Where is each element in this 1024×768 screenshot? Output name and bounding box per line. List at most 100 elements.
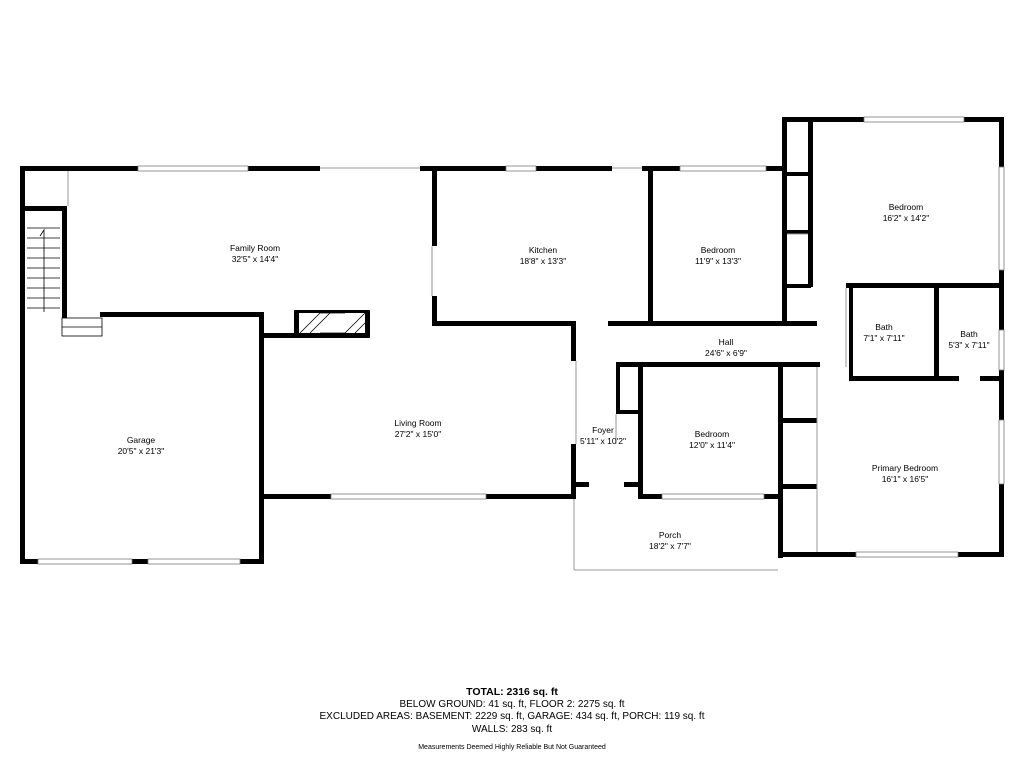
wall-closet-2	[787, 230, 811, 234]
wall-bath2-east	[999, 370, 1004, 420]
wall-north-e	[642, 166, 680, 171]
window-ne-north	[863, 116, 965, 123]
label-living-room: Living Room	[394, 418, 441, 428]
wall-stair-top	[25, 206, 67, 211]
wall-kitchen-west	[432, 166, 437, 246]
wall-garage-bottom-l	[20, 559, 38, 564]
wall-foyer-west-b	[571, 444, 576, 498]
wall-closet-3	[787, 284, 811, 288]
wall-bedroom-south-east	[778, 362, 783, 558]
wall-primary-east	[999, 484, 1004, 557]
wall-ne-east-b	[999, 270, 1004, 330]
wall-north-b	[248, 166, 320, 171]
label-kitchen: Kitchen	[529, 245, 558, 255]
wall-primary-bottom-b	[958, 552, 1004, 557]
label-porch: Porch	[659, 530, 681, 540]
wall-garage-right	[259, 312, 264, 564]
wall-ne-closet	[808, 122, 813, 287]
wall-primary-bottom-a	[778, 552, 856, 557]
wall-north-d	[536, 166, 612, 171]
room-labels: Family Room 32'5" x 14'4" Kitchen 18'8" …	[118, 202, 990, 551]
wall-bedroom-south-bottom-b	[764, 494, 782, 499]
openings	[37, 116, 1005, 571]
wall-ne-south	[846, 283, 1004, 288]
window-bedroom-mid	[679, 165, 767, 172]
walls	[20, 117, 1004, 564]
dims-porch: 18'2" x 7'7"	[649, 541, 691, 551]
total-area: TOTAL: 2316 sq. ft	[466, 686, 558, 698]
wall-living-south-a	[259, 494, 331, 499]
garage-door-2	[147, 558, 241, 565]
wall-garage-bottom-m	[132, 559, 148, 564]
dims-bedroom-south: 12'0" x 11'4"	[689, 440, 735, 450]
excluded-areas: EXCLUDED AREAS: BASEMENT: 2229 sq. ft, G…	[319, 711, 705, 722]
window-family-1	[137, 165, 249, 172]
label-bath-1: Bath	[875, 322, 893, 332]
label-bedroom-ne: Bedroom	[889, 202, 924, 212]
wall-bath-south	[849, 376, 959, 381]
wall-bedroom-mid-south	[608, 321, 782, 326]
walls-area: WALLS: 283 sq. ft	[471, 723, 553, 735]
wall-north-left	[20, 166, 68, 171]
label-primary-bedroom: Primary Bedroom	[872, 463, 938, 473]
window-kitchen	[505, 165, 537, 172]
wall-kitchen-east	[648, 166, 653, 326]
window-bedroom-south	[661, 493, 765, 500]
wall-stair-right	[62, 206, 67, 318]
wall-ne-north-b	[964, 117, 1004, 122]
wall-bedroom-south-bottom-a	[638, 494, 662, 499]
wall-primary-closet-b	[783, 484, 817, 489]
wall-hall-south-r	[782, 362, 820, 367]
dims-bedroom-mid: 11'9" x 13'3"	[695, 256, 741, 266]
wall-closet-1	[787, 172, 811, 176]
window-living-south	[330, 493, 487, 500]
wall-garage-top	[100, 312, 264, 317]
wall-living-west-ledge	[264, 333, 296, 338]
stairs	[27, 227, 103, 337]
fireplace-hatch	[299, 312, 366, 334]
area-summary: TOTAL: 2316 sq. ft BELOW GROUND: 41 sq. …	[0, 686, 1024, 755]
wall-closet-4	[787, 321, 817, 326]
wall-bath-south-r	[980, 376, 1004, 381]
dims-bedroom-ne: 16'2" x 14'2"	[883, 213, 930, 223]
dims-garage: 20'5" x 21'3"	[118, 446, 165, 456]
wall-ne-east-a	[999, 117, 1004, 167]
wall-bedroom-mid-east	[782, 166, 787, 326]
wall-west	[20, 166, 25, 564]
garage-door-1	[37, 558, 133, 565]
window-primary-east	[998, 419, 1005, 485]
label-bedroom-mid: Bedroom	[701, 245, 736, 255]
dims-family-room: 32'5" x 14'4"	[232, 254, 279, 264]
wall-kitchen-west-b	[432, 296, 437, 326]
dims-primary-bedroom: 16'1" x 16'5"	[882, 474, 929, 484]
wall-ne-north-a	[782, 117, 864, 122]
window-bath2	[998, 329, 1005, 371]
wall-primary-closet-a	[783, 418, 817, 423]
window-ne-east	[998, 166, 1005, 271]
dims-hall: 24'6" x 6'9"	[705, 348, 747, 358]
wall-north-c	[420, 166, 506, 171]
wall-hall-south	[616, 362, 778, 367]
dims-living-room: 27'2" x 15'0"	[395, 429, 442, 439]
wall-living-south-b	[486, 494, 576, 499]
wall-ne-west	[782, 117, 787, 173]
dims-bath-1: 7'1" x 7'11"	[863, 333, 904, 343]
wall-foyer-bottom-l	[571, 482, 589, 487]
wall-north-a	[68, 166, 138, 171]
disclaimer: Measurements Deemed Highly Reliable But …	[418, 744, 606, 751]
window-primary-south	[855, 551, 959, 558]
wall-foyer-bottom-r	[624, 482, 642, 487]
wall-foyer-closet-bottom	[616, 410, 640, 414]
wall-kitchen-south	[432, 321, 576, 326]
label-hall: Hall	[719, 337, 734, 347]
wall-foyer-closet-top	[616, 362, 620, 412]
wall-bath-divider	[934, 288, 939, 380]
dims-bath-2: 5'3" x 7'11"	[948, 340, 989, 350]
wall-north-f	[766, 166, 786, 171]
dims-kitchen: 18'8" x 13'3"	[520, 256, 567, 266]
label-bath-2: Bath	[960, 329, 978, 339]
floor-breakdown: BELOW GROUND: 41 sq. ft, FLOOR 2: 2275 s…	[399, 698, 625, 710]
wall-bedroom-south-west	[638, 362, 643, 498]
label-garage: Garage	[127, 435, 156, 445]
wall-foyer-west-a	[571, 321, 576, 361]
